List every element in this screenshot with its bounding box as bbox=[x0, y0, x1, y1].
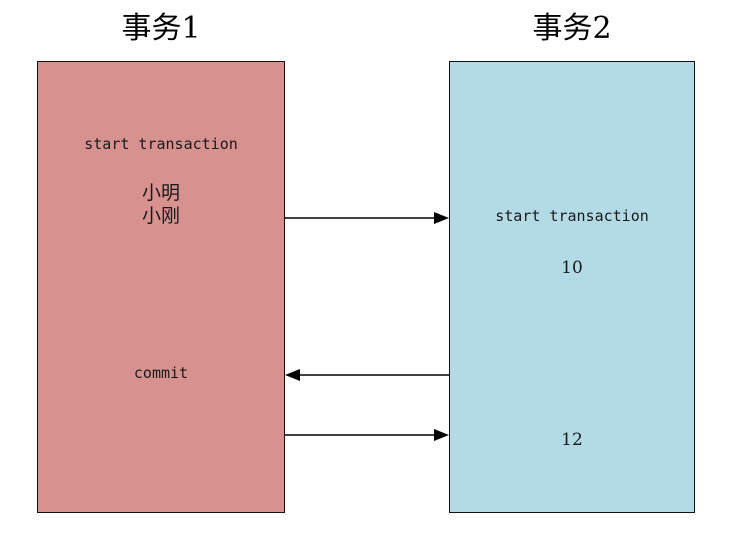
arrow-2-transaction2-to-transaction1 bbox=[285, 369, 449, 381]
transaction-1-commit-statement: commit bbox=[133, 364, 189, 382]
transaction-2-value-12: 12 bbox=[561, 430, 583, 450]
transaction-2-start-statement: start transaction bbox=[495, 207, 649, 225]
arrow-2-head-icon bbox=[285, 369, 300, 381]
transaction-1-box[interactable] bbox=[37, 61, 285, 513]
transaction-2-value-10: 10 bbox=[561, 258, 583, 278]
arrow-3-transaction1-to-transaction2 bbox=[285, 429, 449, 441]
arrow-1-head-icon bbox=[434, 212, 449, 224]
transaction-1-start-statement: start transaction bbox=[84, 135, 238, 153]
column-title-transaction-1: 事务1 bbox=[121, 11, 201, 46]
transaction-1-name-xiaoming: 小明 bbox=[141, 182, 180, 204]
column-title-transaction-2: 事务2 bbox=[532, 11, 612, 46]
transaction-1-name-xiaogang: 小刚 bbox=[141, 205, 180, 227]
arrow-3-head-icon bbox=[434, 429, 449, 441]
transaction-2-box[interactable] bbox=[449, 61, 695, 513]
arrow-1-transaction1-to-transaction2 bbox=[285, 212, 449, 224]
